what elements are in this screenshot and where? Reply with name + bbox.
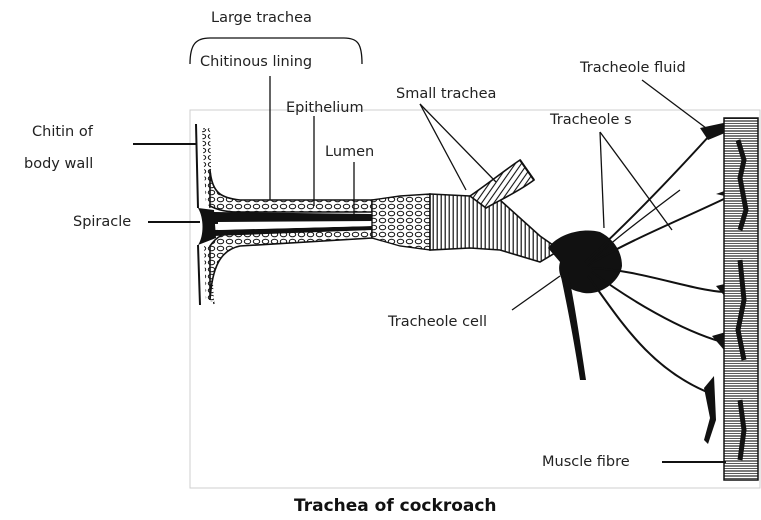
- label-large-trachea: Large trachea: [211, 10, 312, 26]
- label-small-trachea: Small trachea: [396, 86, 496, 102]
- pointer-lines: [133, 76, 726, 462]
- label-chitin-of: Chitin of: [32, 124, 94, 140]
- label-tracheoles: Tracheole s: [549, 112, 632, 128]
- diagram-caption: Trachea of cockroach: [294, 496, 497, 516]
- label-lumen: Lumen: [325, 144, 374, 160]
- large-trachea: [210, 170, 372, 300]
- muscle-fibre: [724, 118, 758, 480]
- tracheoles: [585, 122, 744, 444]
- label-tracheole-fluid: Tracheole fluid: [579, 60, 686, 76]
- label-body-wall: body wall: [24, 156, 93, 172]
- label-spiracle: Spiracle: [73, 214, 131, 230]
- label-muscle-fibre: Muscle fibre: [542, 454, 630, 470]
- small-trachea: [430, 160, 560, 262]
- label-tracheole-cell: Tracheole cell: [387, 314, 487, 330]
- transition-zone: [372, 194, 430, 250]
- label-epithelium: Epithelium: [286, 100, 364, 116]
- label-chitinous-lining: Chitinous lining: [200, 54, 312, 70]
- spiracle-opening: [198, 208, 216, 245]
- diagram-frame: [190, 110, 760, 488]
